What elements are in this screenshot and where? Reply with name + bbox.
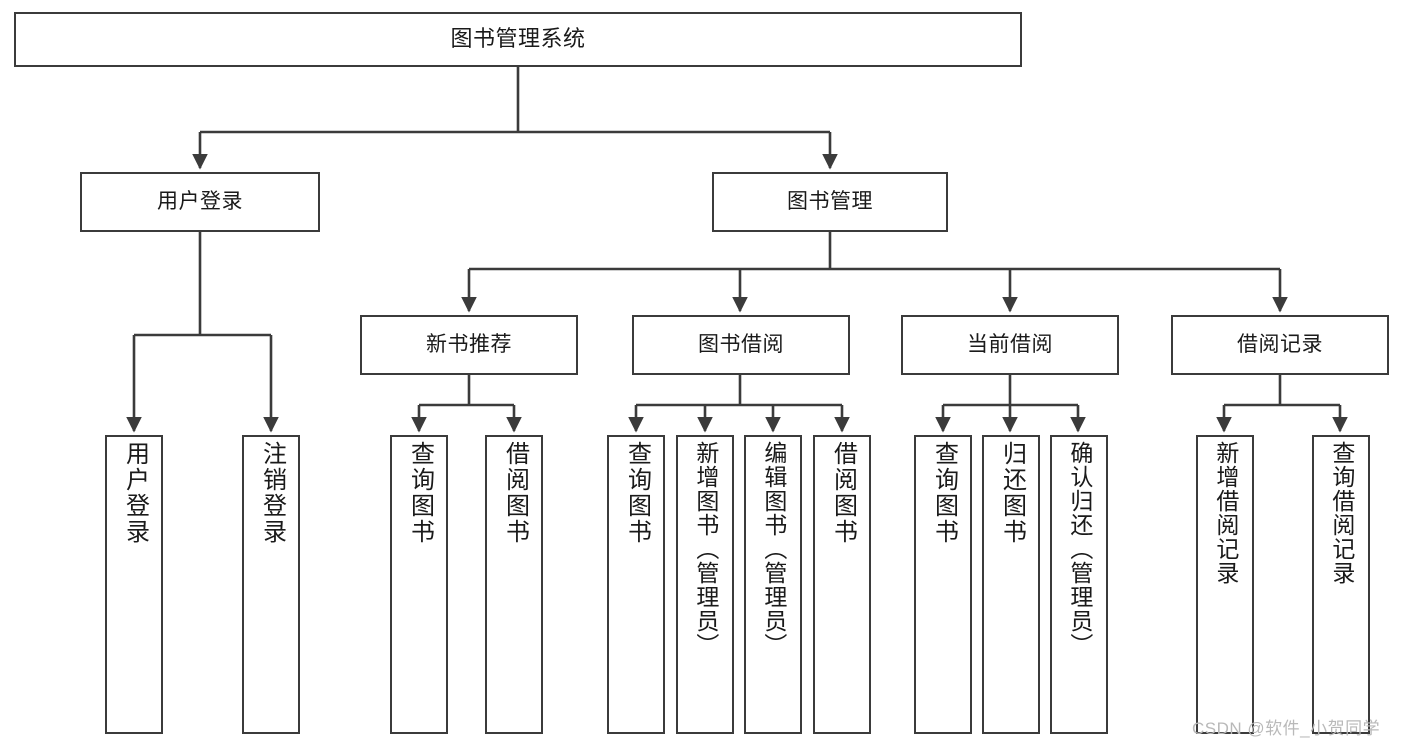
node-book-manage[interactable]: 图书管理 [712, 172, 948, 232]
node-leaf-edit-book[interactable]: 编辑图书（管理员） [744, 435, 802, 734]
node-leaf-add-book[interactable]: 新增图书（管理员） [676, 435, 734, 734]
node-label: 查询图书 [406, 441, 434, 545]
node-label: 确认归还（管理员） [1066, 441, 1093, 657]
node-leaf-borrow-book-1[interactable]: 借阅图书 [485, 435, 543, 734]
node-label: 借阅图书 [501, 441, 529, 545]
node-leaf-confirm-return[interactable]: 确认归还（管理员） [1050, 435, 1108, 734]
node-label: 查询图书 [930, 441, 958, 545]
csdn-watermark: CSDN @软件_小贺同学 [1192, 719, 1381, 738]
node-label: 图书管理 [787, 190, 873, 214]
node-label: 注销登录 [258, 441, 286, 545]
node-book-borrow[interactable]: 图书借阅 [632, 315, 850, 375]
node-leaf-query-record[interactable]: 查询借阅记录 [1312, 435, 1370, 734]
node-label: 查询借阅记录 [1328, 441, 1355, 585]
node-label: 新书推荐 [426, 333, 512, 357]
node-label: 用户登录 [157, 190, 243, 214]
node-label: 图书管理系统 [450, 26, 586, 52]
node-leaf-user-login[interactable]: 用户登录 [105, 435, 163, 734]
node-label: 编辑图书（管理员） [760, 441, 787, 657]
node-leaf-query-book-2[interactable]: 查询图书 [607, 435, 665, 734]
node-leaf-user-logout[interactable]: 注销登录 [242, 435, 300, 734]
node-label: 新增图书（管理员） [692, 441, 719, 657]
node-label: 新增借阅记录 [1212, 441, 1239, 585]
node-leaf-query-book-1[interactable]: 查询图书 [390, 435, 448, 734]
node-new-book-recommend[interactable]: 新书推荐 [360, 315, 578, 375]
node-user-login[interactable]: 用户登录 [80, 172, 320, 232]
node-leaf-add-record[interactable]: 新增借阅记录 [1196, 435, 1254, 734]
node-label: 当前借阅 [967, 333, 1053, 357]
node-label: 借阅记录 [1237, 333, 1323, 357]
node-borrow-record[interactable]: 借阅记录 [1171, 315, 1389, 375]
node-label: 查询图书 [623, 441, 651, 545]
node-label: 借阅图书 [829, 441, 857, 545]
node-label: 归还图书 [998, 441, 1026, 545]
node-leaf-return-book[interactable]: 归还图书 [982, 435, 1040, 734]
node-label: 用户登录 [121, 441, 149, 545]
node-leaf-query-book-3[interactable]: 查询图书 [914, 435, 972, 734]
node-root-system[interactable]: 图书管理系统 [14, 12, 1022, 67]
node-label: 图书借阅 [698, 333, 784, 357]
node-current-borrow[interactable]: 当前借阅 [901, 315, 1119, 375]
node-leaf-borrow-book-2[interactable]: 借阅图书 [813, 435, 871, 734]
